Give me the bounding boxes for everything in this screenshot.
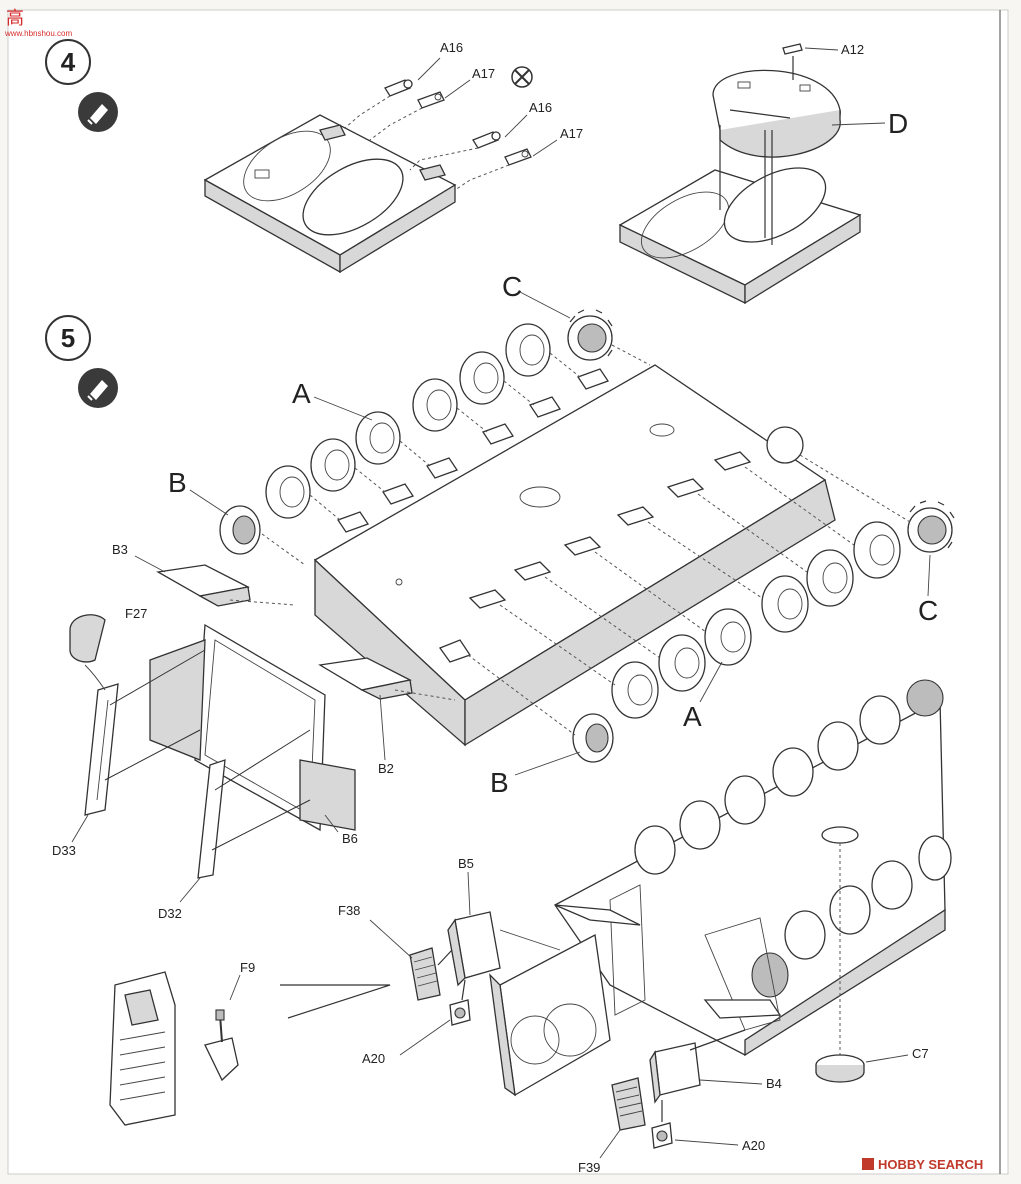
label-b-left: B (168, 467, 187, 498)
label-a12: A12 (841, 42, 864, 57)
part-a16-2 (472, 131, 501, 149)
label-a20-1: A20 (362, 1051, 385, 1066)
road-wheel (806, 549, 854, 607)
road-wheel (611, 661, 659, 719)
label-a-bottom: A (683, 701, 702, 732)
road-wheel (704, 608, 752, 666)
brand-text: HOBBY SEARCH (878, 1157, 983, 1172)
label-a17-1: A17 (472, 66, 495, 81)
label-d: D (888, 108, 908, 139)
hole-marker (821, 826, 859, 844)
svg-text:高: 高 (6, 8, 24, 29)
idler-wheel-b-left (219, 505, 261, 555)
watermark-logo-bottom: HOBBY SEARCH (862, 1157, 983, 1172)
panel-d33 (84, 683, 119, 816)
label-f39: F39 (578, 1160, 600, 1175)
label-b6: B6 (342, 831, 358, 846)
part-a16-1 (384, 79, 413, 97)
road-wheels-bottom (611, 521, 901, 719)
fender-b2 (318, 657, 413, 700)
label-b4: B4 (766, 1076, 782, 1091)
idler-wheel-b-bottom (572, 713, 614, 763)
road-wheel (412, 378, 458, 432)
fender-b3 (156, 564, 251, 607)
part-a17-2 (504, 148, 532, 166)
label-a20-2: A20 (742, 1138, 765, 1153)
label-b5: B5 (458, 856, 474, 871)
label-c7: C7 (912, 1046, 929, 1061)
rear-plate-assembled (489, 884, 781, 1097)
hatch-part-d (712, 69, 841, 158)
step-5: 5 (45, 271, 955, 921)
step-number-circle (45, 315, 91, 361)
part-f9 (204, 1009, 239, 1082)
label-a16-2: A16 (529, 100, 552, 115)
hull-deck-plate-right (618, 167, 862, 305)
part-a12 (782, 43, 803, 55)
exhaust-housing-part (109, 971, 176, 1126)
part-a20-2 (651, 1122, 673, 1149)
lower-hull (313, 364, 836, 747)
part-f39 (611, 1077, 646, 1131)
road-wheel (355, 411, 401, 465)
label-a17-2: A17 (560, 126, 583, 141)
part-b5 (447, 911, 501, 987)
road-wheel (853, 521, 901, 579)
road-wheel (658, 634, 706, 692)
road-wheel (265, 465, 311, 519)
rear-plate-frame (149, 623, 326, 832)
road-wheel (310, 438, 356, 492)
label-a-top: A (292, 378, 311, 409)
watermark-logo-top: 高 www.hbnshou.com (4, 8, 72, 38)
rear-part-b6 (299, 759, 356, 831)
label-b2: B2 (378, 761, 394, 776)
suspension-arms-bottom (438, 451, 752, 663)
fender-rear-left (554, 904, 641, 926)
panel-d32 (197, 759, 226, 879)
part-a20-1 (449, 999, 471, 1026)
label-b3: B3 (112, 542, 128, 557)
road-wheel (505, 323, 551, 377)
part-f38 (409, 947, 441, 1001)
hull-assembly-view: C7 B5 (109, 679, 952, 1175)
hull-deck-plate-left (203, 114, 457, 274)
road-wheel (459, 351, 505, 405)
label-a16-1: A16 (440, 40, 463, 55)
callout-wedge (280, 984, 391, 1019)
label-b-bottom: B (490, 767, 509, 798)
part-a17-1 (417, 91, 445, 109)
step-number-circle (45, 39, 91, 85)
part-b4 (649, 1042, 701, 1104)
step-4: 4 (45, 39, 908, 305)
part-c7 (815, 1054, 865, 1083)
label-d32: D32 (158, 906, 182, 921)
svg-text:www.hbnshou.com: www.hbnshou.com (4, 29, 72, 38)
label-c-right: C (918, 595, 938, 626)
part-f27 (69, 614, 106, 663)
suspension-arms-top (337, 368, 609, 533)
label-f38: F38 (338, 903, 360, 918)
label-d33: D33 (52, 843, 76, 858)
label-f9: F9 (240, 960, 255, 975)
step-number: 4 (61, 47, 76, 77)
sprocket-c-right (907, 500, 955, 553)
road-wheels-top (265, 323, 551, 519)
fender-rear-right (703, 999, 782, 1019)
sprocket-c-top (567, 309, 613, 361)
label-c-top: C (502, 271, 522, 302)
road-wheel (761, 575, 809, 633)
road-wheels-upper-row (634, 679, 944, 875)
label-f27: F27 (125, 606, 147, 621)
step-number: 5 (61, 323, 75, 353)
no-glue-icon (511, 66, 533, 88)
